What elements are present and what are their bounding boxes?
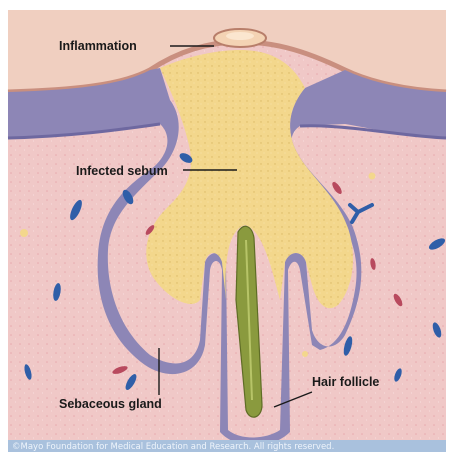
hair-follicle-label: Hair follicle xyxy=(312,375,379,389)
inflammation-label: Inflammation xyxy=(59,39,137,53)
sebaceous-gland-label: Sebaceous gland xyxy=(59,397,162,411)
infected-sebum-label: Infected sebum xyxy=(76,164,168,178)
credit-text: ©Mayo Foundation for Medical Education a… xyxy=(12,442,334,452)
